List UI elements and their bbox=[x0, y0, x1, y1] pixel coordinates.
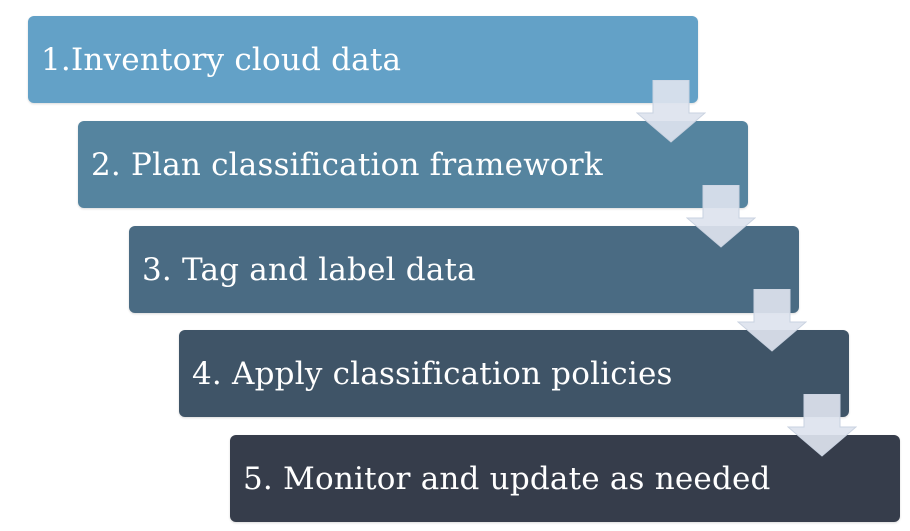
down-arrow-icon bbox=[686, 185, 756, 248]
step-3-label: 3. Tag and label data bbox=[142, 251, 476, 288]
step-2-box: 2. Plan classification framework bbox=[78, 121, 748, 208]
step-4-box: 4. Apply classification policies bbox=[179, 330, 849, 417]
step-2-label: 2. Plan classification framework bbox=[91, 146, 603, 183]
step-4-label: 4. Apply classification policies bbox=[192, 355, 673, 392]
down-arrow-icon bbox=[787, 394, 857, 457]
step-5-label: 5. Monitor and update as needed bbox=[243, 460, 771, 497]
step-1-label: 1.Inventory cloud data bbox=[41, 41, 402, 78]
step-5-box: 5. Monitor and update as needed bbox=[230, 435, 900, 522]
step-3-box: 3. Tag and label data bbox=[129, 226, 799, 313]
down-arrow-icon bbox=[737, 289, 807, 352]
step-1-box: 1.Inventory cloud data bbox=[28, 16, 698, 103]
down-arrow-icon bbox=[636, 80, 706, 143]
